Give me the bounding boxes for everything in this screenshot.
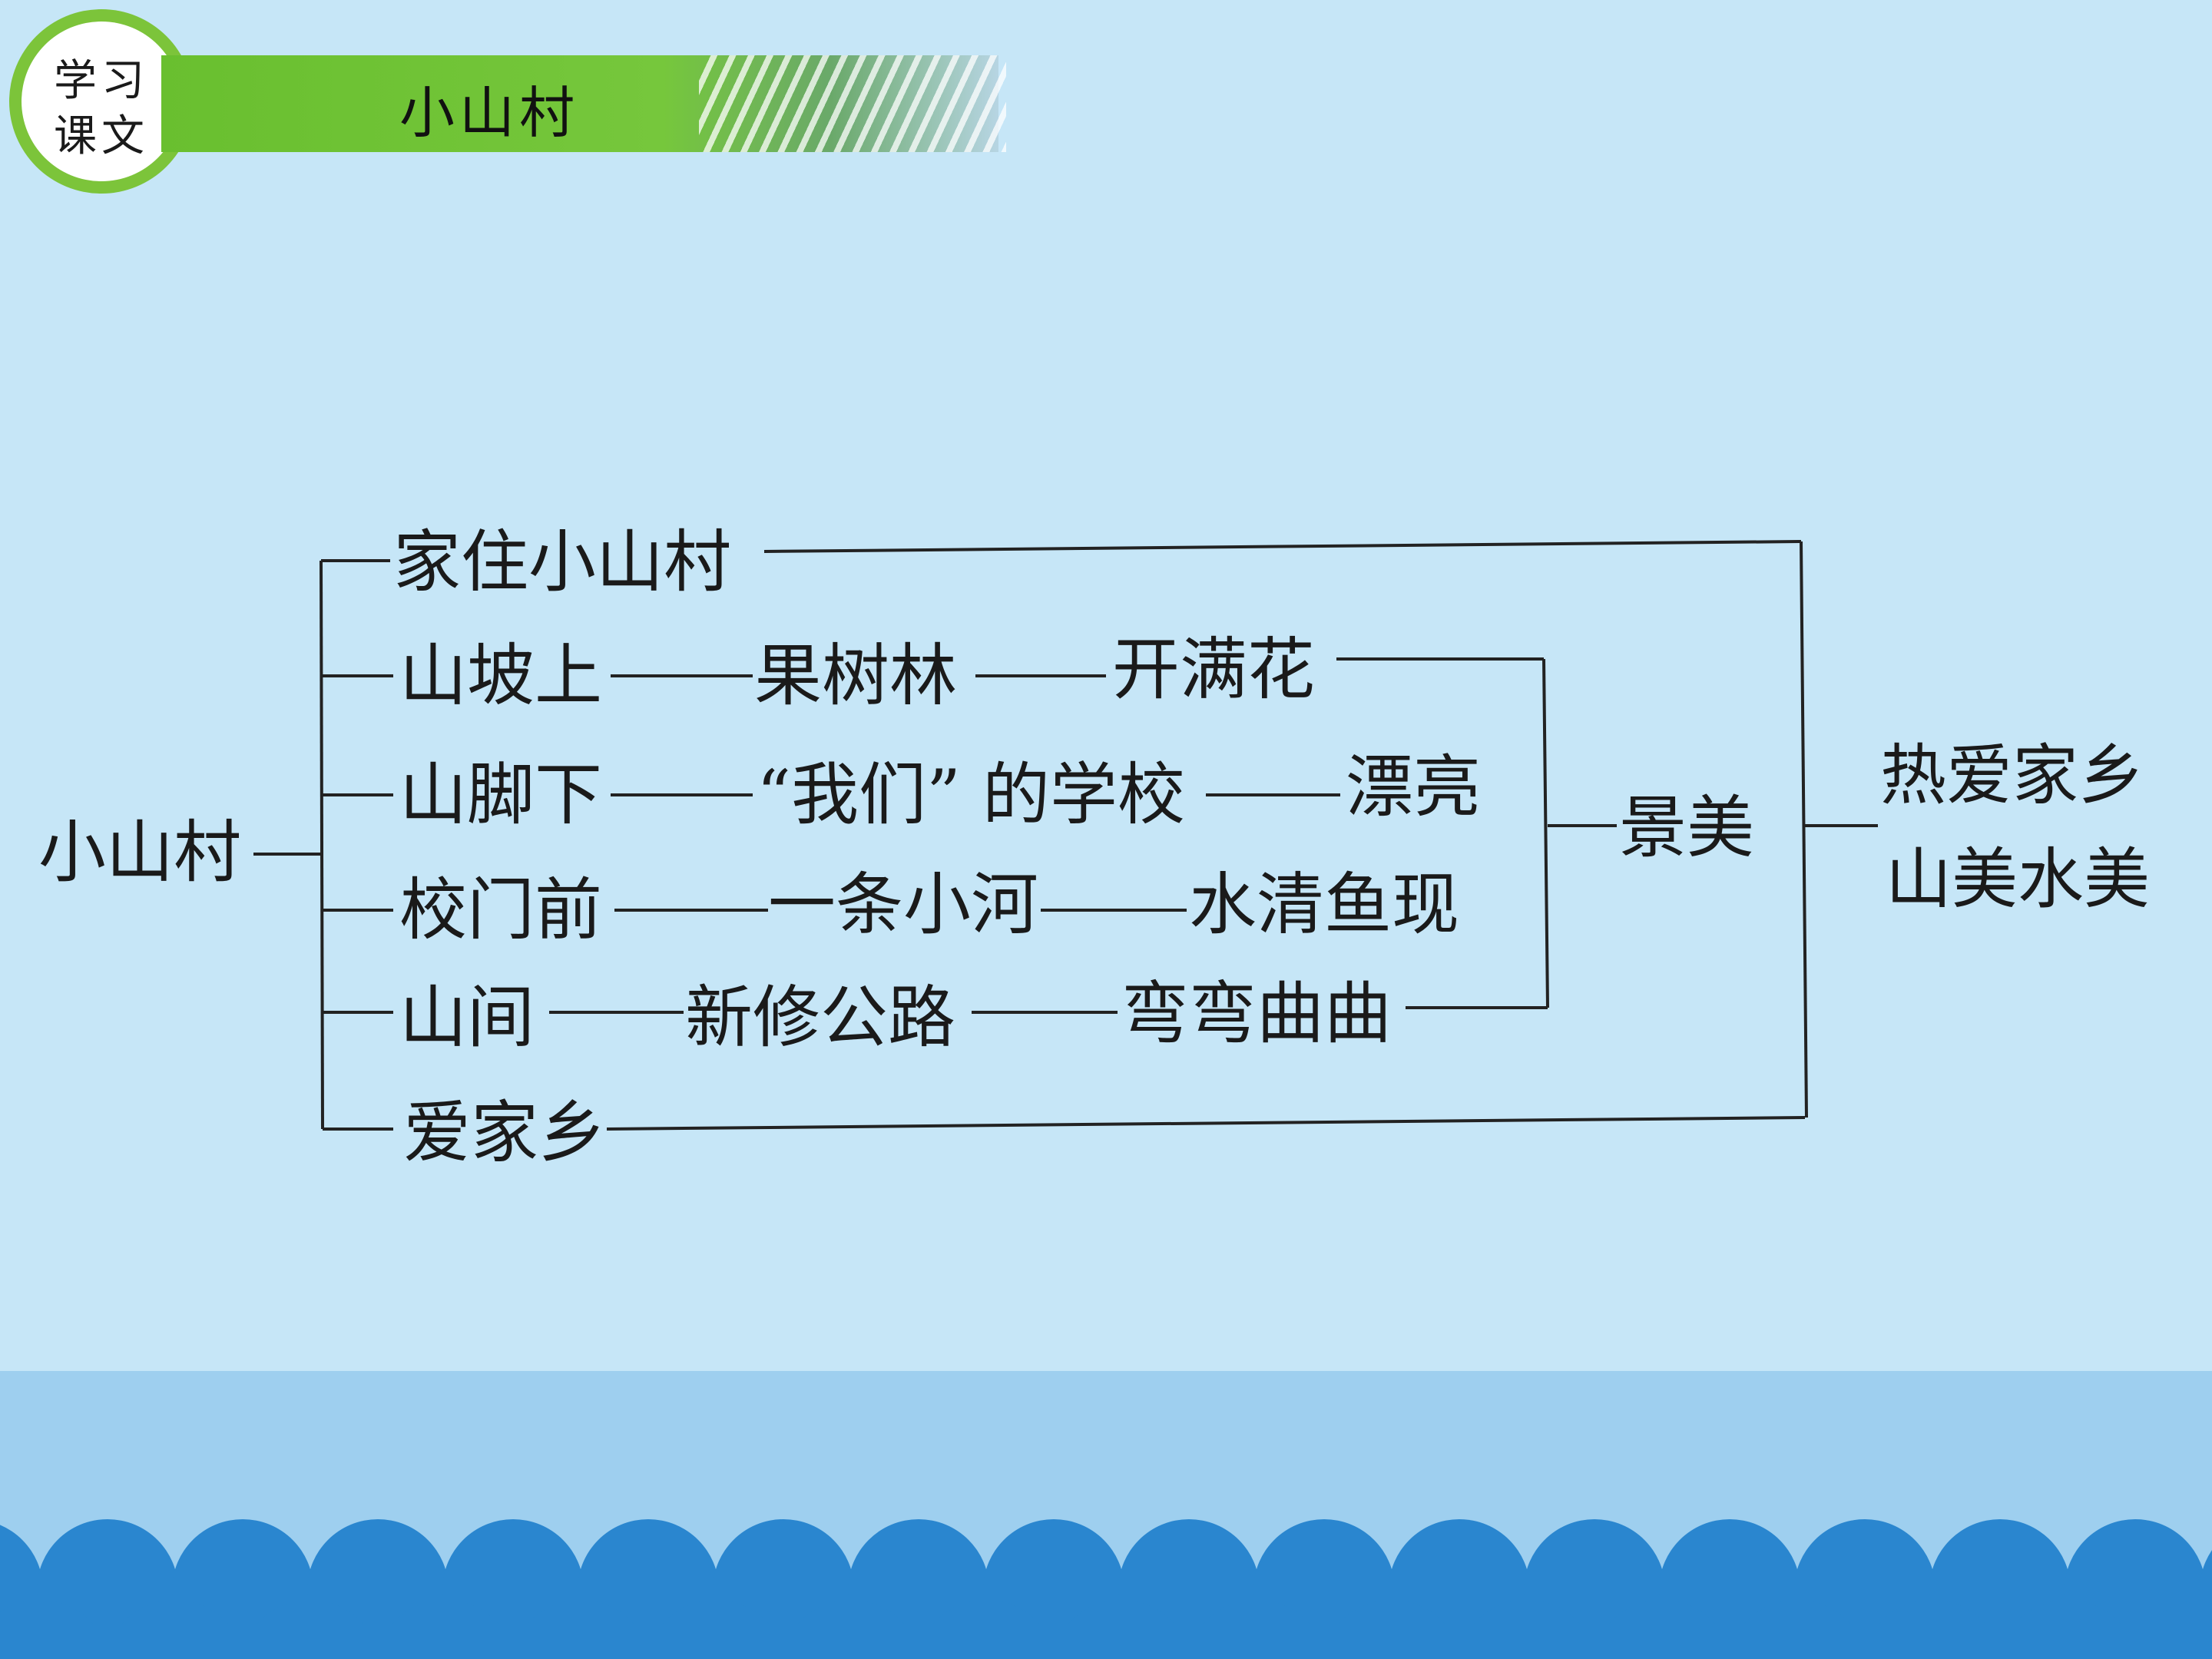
branch-4-item-3: 水清鱼现 [1189, 865, 1460, 944]
page-title: 小山村 [399, 81, 580, 145]
title-bar-stripes [699, 55, 1006, 152]
summary-right-line2: 山美水美 [1886, 841, 2150, 918]
branch-3-item-1: 山脚下 [399, 755, 603, 834]
branch-3-item-3: 漂亮 [1346, 747, 1482, 826]
diagram-panel [29, 522, 1811, 1183]
lesson-badge-inner: 学习 课文 [22, 22, 181, 181]
outer-bottom-line [606, 1116, 1806, 1131]
branch-1-item-1: 家住小山村 [393, 522, 732, 601]
branch-5-item-3: 弯弯曲曲 [1121, 974, 1392, 1053]
summary-right-line1: 热爱家乡 [1880, 737, 2144, 814]
outer-bracket [1800, 541, 1808, 1118]
main-bracket [320, 560, 324, 1130]
lesson-badge-text: 学习 课文 [22, 54, 181, 164]
summary-mid: 景美 [1619, 788, 1755, 867]
footer-wave-band [0, 1371, 2212, 1659]
branch-4-item-2: 一条小河 [768, 865, 1039, 944]
diagram-root: 小山村 [38, 813, 242, 892]
wave-base [0, 1624, 2212, 1659]
branch-2-item-2: 果树林 [754, 636, 958, 715]
inner-bracket [1542, 658, 1549, 1008]
branch-2-item-1: 山坡上 [399, 636, 603, 715]
badge-line1: 学习 [54, 56, 149, 106]
outer-top-line [763, 540, 1802, 553]
branch-2-item-3: 开满花 [1112, 630, 1316, 709]
badge-line2: 课文 [54, 111, 149, 161]
branch-3-item-2: “我们” 的学校 [757, 755, 1185, 834]
branch-4-item-1: 校门前 [399, 870, 603, 949]
branch-5-item-1: 山间 [399, 978, 535, 1057]
branch-6-item-1: 爱家乡 [403, 1093, 607, 1172]
footer-waves [0, 1519, 2212, 1659]
branch-5-item-2: 新修公路 [685, 978, 956, 1057]
